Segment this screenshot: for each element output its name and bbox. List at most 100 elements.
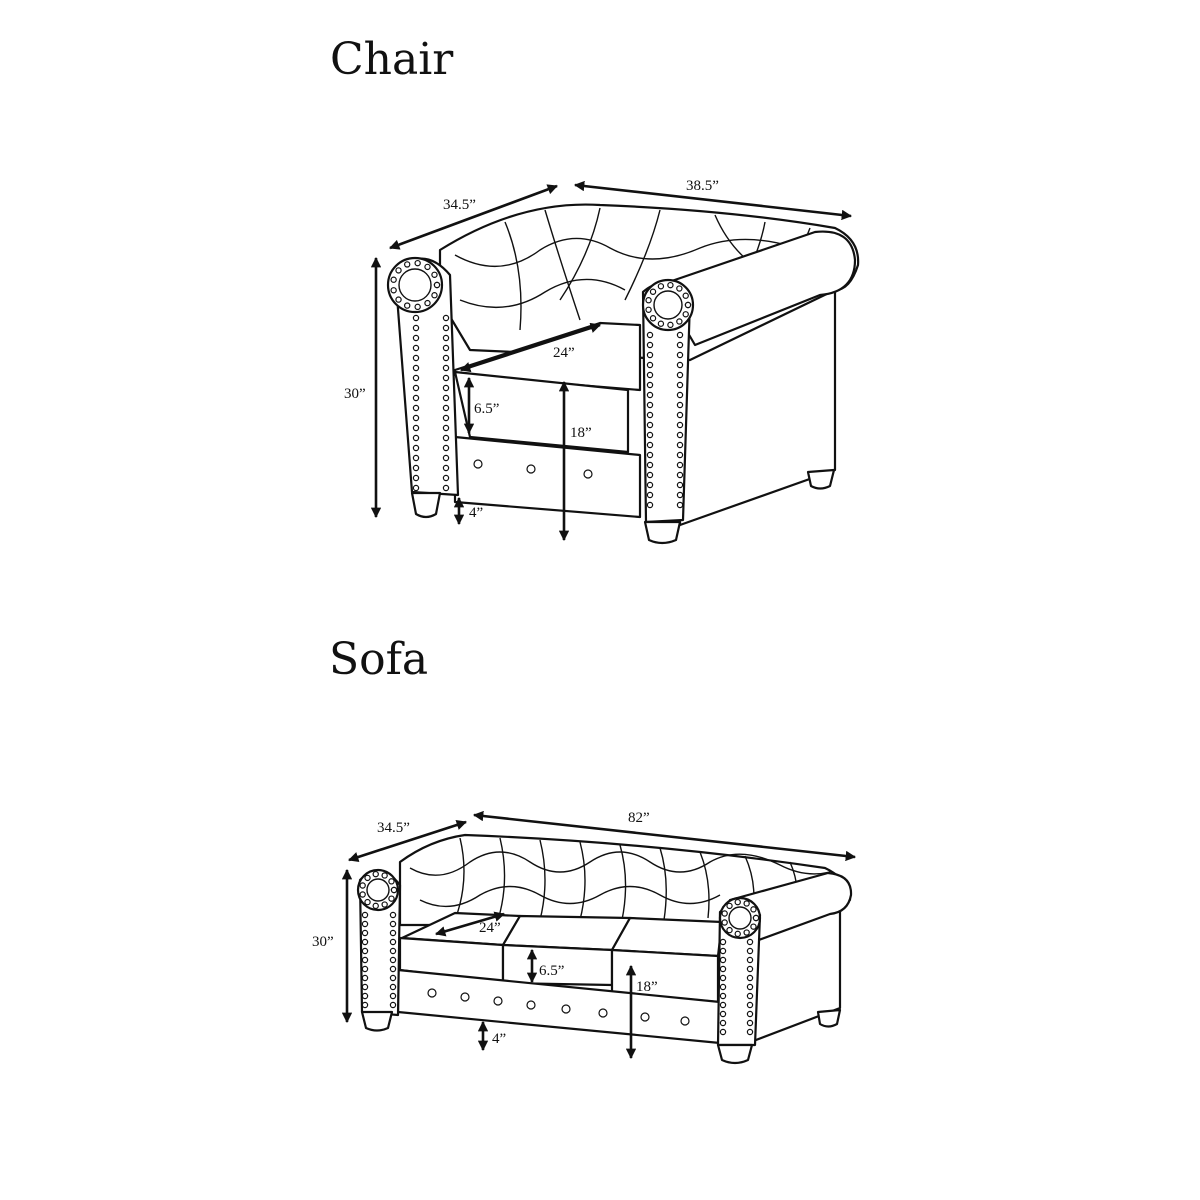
nailhead-stud xyxy=(646,461,654,469)
nailhead-stud xyxy=(381,901,388,908)
chair-drawing: 34.5” 38.5” 30” 24” 6.5” 18” 4” xyxy=(344,178,860,545)
nailhead-stud xyxy=(412,314,420,322)
nailhead-stud xyxy=(646,491,654,499)
nailhead-stud xyxy=(424,299,431,307)
chair-cushion-label: 6.5” xyxy=(474,401,499,417)
nailhead-stud xyxy=(719,1028,727,1036)
nailhead-stud xyxy=(676,491,684,499)
nailhead-stud xyxy=(719,965,727,973)
nailhead-stud xyxy=(361,911,369,919)
nailhead-stud xyxy=(746,974,754,982)
nailhead-stud xyxy=(361,947,369,955)
nailhead-stud xyxy=(719,1010,727,1018)
nailhead-stud xyxy=(395,267,402,274)
nailhead-stud xyxy=(442,434,450,442)
nailhead-stud xyxy=(750,923,757,930)
nailhead-stud xyxy=(412,474,420,482)
sofa-leg-front-right xyxy=(716,1043,754,1065)
nailhead-stud xyxy=(361,992,369,1000)
nailhead-stud xyxy=(388,895,395,902)
chair-depth-label: 34.5” xyxy=(443,197,476,213)
nailhead-stud xyxy=(649,288,657,295)
nailhead-stud xyxy=(414,303,421,311)
sofa-seat-depth-arrow xyxy=(435,911,505,937)
nailhead-stud xyxy=(433,281,441,289)
nailhead-stud xyxy=(381,872,388,879)
chair-nailhead-trim xyxy=(390,259,692,509)
nailhead-stud xyxy=(412,444,420,452)
nailhead-stud xyxy=(372,870,379,878)
nailhead-stud xyxy=(645,297,652,304)
chair-width-label: 38.5” xyxy=(686,178,719,194)
sofa-seat-height-label: 18” xyxy=(636,979,658,995)
nailhead-stud xyxy=(414,259,421,267)
nailhead-stud xyxy=(361,920,369,928)
chair-leg-front-left xyxy=(410,491,442,519)
nailhead-stud xyxy=(388,878,395,885)
nailhead-stud xyxy=(412,424,420,432)
nailhead-stud xyxy=(364,874,371,882)
chair-leg-label: 4” xyxy=(469,505,483,521)
nailhead-stud xyxy=(442,474,450,482)
sofa-drawing: 34.5” 82” 30” 24” 6.5” 18” 4” xyxy=(312,810,857,1065)
nailhead-stud xyxy=(682,311,689,318)
nailhead-stud xyxy=(412,334,420,342)
nailhead-stud xyxy=(657,283,665,290)
nailhead-stud xyxy=(442,374,450,382)
nailhead-stud xyxy=(676,341,684,349)
nailhead-stud xyxy=(682,292,689,299)
nailhead-stud xyxy=(719,992,727,1000)
nailhead-stud xyxy=(442,314,450,322)
nailhead-stud xyxy=(412,484,420,492)
nailhead-stud xyxy=(361,983,369,991)
nailhead-stud xyxy=(389,965,397,973)
nailhead-stud xyxy=(431,271,438,278)
nailhead-stud xyxy=(746,1028,754,1036)
nailhead-stud xyxy=(424,263,431,271)
nailhead-stud xyxy=(746,992,754,1000)
sofa-leg-front-left xyxy=(360,1010,394,1032)
nailhead-stud xyxy=(719,947,727,955)
nailhead-stud xyxy=(372,902,379,910)
nailhead-stud xyxy=(389,956,397,964)
nailhead-stud xyxy=(389,983,397,991)
nailhead-stud xyxy=(390,886,398,894)
nailhead-stud xyxy=(721,910,728,917)
nailhead-stud xyxy=(676,371,684,379)
nailhead-stud xyxy=(403,302,411,309)
nailhead-stud xyxy=(646,471,654,479)
nailhead-stud xyxy=(752,914,760,922)
chair-seat-depth-arrow xyxy=(460,322,601,373)
nailhead-stud xyxy=(719,983,727,991)
nailhead-stud xyxy=(646,481,654,489)
nailhead-stud xyxy=(746,1019,754,1027)
nailhead-stud xyxy=(442,444,450,452)
nailhead-stud xyxy=(676,411,684,419)
chair-leg-front-right xyxy=(643,520,682,545)
nailhead-stud xyxy=(364,898,371,906)
nailhead-stud xyxy=(746,1010,754,1018)
chair-title: Chair xyxy=(330,34,454,85)
nailhead-stud xyxy=(646,351,654,359)
nailhead-stud xyxy=(646,371,654,379)
nailhead-stud xyxy=(676,361,684,369)
nailhead-stud xyxy=(442,394,450,402)
nailhead-stud xyxy=(403,261,411,268)
nailhead-stud xyxy=(746,947,754,955)
nailhead-stud xyxy=(676,391,684,399)
nailhead-stud xyxy=(442,364,450,372)
nailhead-stud xyxy=(442,484,450,492)
nailhead-stud xyxy=(359,882,366,889)
nailhead-stud xyxy=(743,900,750,907)
sofa-skirt-buttons xyxy=(427,988,690,1026)
nailhead-stud xyxy=(389,938,397,946)
sofa-depth-label: 34.5” xyxy=(377,820,410,836)
nailhead-stud xyxy=(676,331,684,339)
nailhead-stud xyxy=(390,276,397,283)
nailhead-stud xyxy=(412,404,420,412)
nailhead-stud xyxy=(750,906,757,913)
nailhead-stud xyxy=(646,391,654,399)
nailhead-stud xyxy=(676,441,684,449)
sofa-height-label: 30” xyxy=(312,934,334,950)
nailhead-stud xyxy=(442,414,450,422)
